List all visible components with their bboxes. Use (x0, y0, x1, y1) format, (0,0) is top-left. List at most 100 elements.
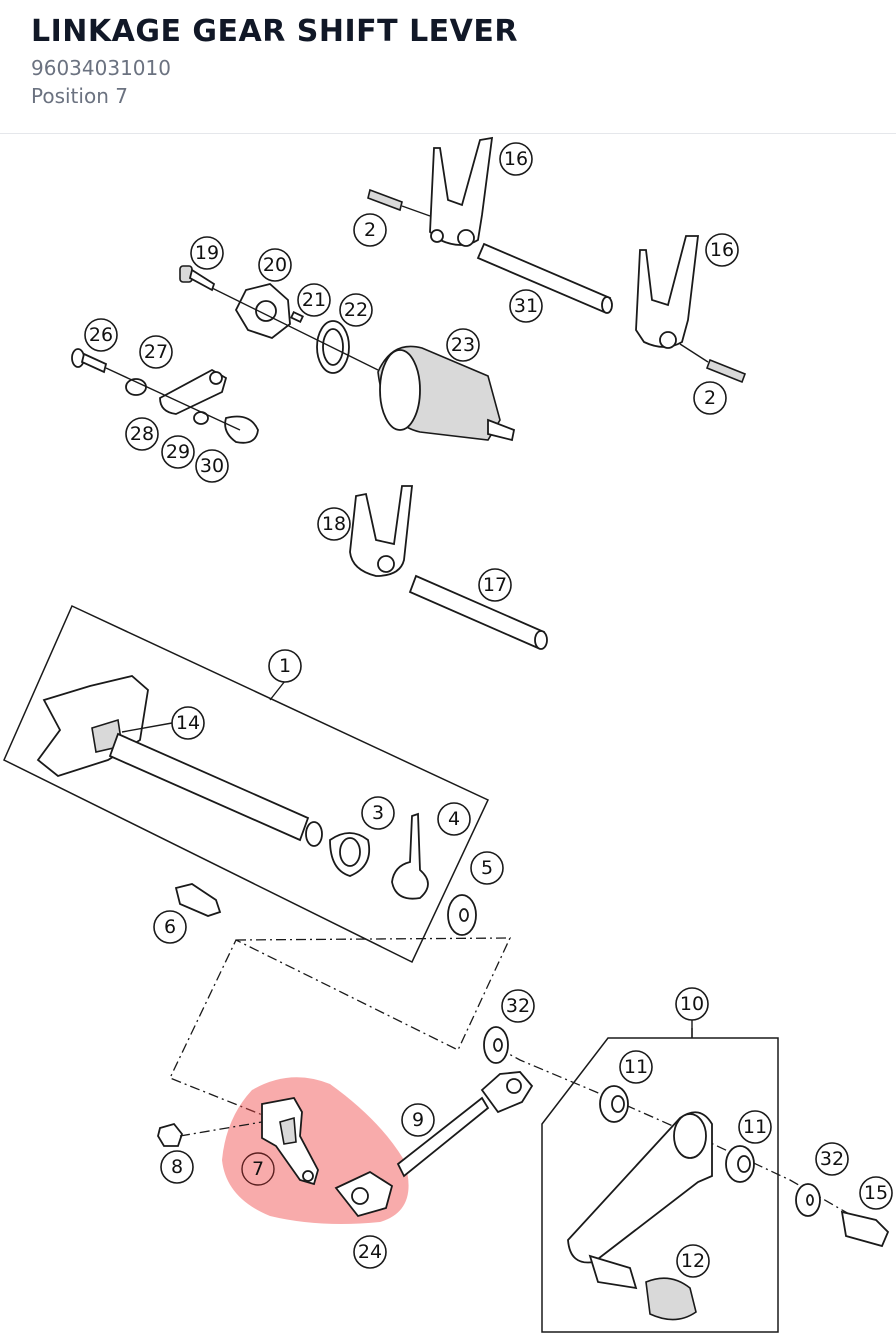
page-title: LINKAGE GEAR SHIFT LEVER (31, 14, 518, 49)
callout-28[interactable]: 28 (125, 417, 159, 451)
callout-4[interactable]: 4 (437, 802, 471, 836)
callout-9[interactable]: 9 (401, 1103, 435, 1137)
svg-text:29: 29 (166, 441, 190, 463)
svg-text:16: 16 (504, 148, 528, 170)
callout-3[interactable]: 3 (361, 796, 395, 830)
shaft-31[interactable] (476, 242, 613, 314)
callout-21[interactable]: 21 (297, 283, 331, 317)
detent-lever-28[interactable] (159, 368, 228, 415)
callout-8[interactable]: 8 (160, 1150, 194, 1184)
callout-1[interactable]: 1 (268, 649, 302, 683)
bolt-8[interactable] (157, 1121, 263, 1147)
callout-2-right[interactable]: 2 (693, 381, 727, 415)
bushing-11-left[interactable] (599, 1085, 629, 1123)
svg-text:14: 14 (176, 712, 200, 734)
washer-5[interactable] (447, 894, 477, 936)
svg-text:26: 26 (89, 324, 113, 346)
svg-text:32: 32 (506, 995, 530, 1017)
callout-20[interactable]: 20 (258, 248, 292, 282)
callout-18[interactable]: 18 (317, 507, 351, 541)
callout-6[interactable]: 6 (153, 910, 187, 944)
svg-text:6: 6 (164, 916, 176, 938)
svg-text:12: 12 (681, 1250, 705, 1272)
assembly-1-frame (3, 604, 489, 964)
spring-2-top[interactable] (367, 188, 431, 217)
callout-22[interactable]: 22 (339, 293, 373, 327)
svg-text:11: 11 (624, 1056, 648, 1078)
svg-text:23: 23 (451, 334, 475, 356)
bushing-11-right[interactable] (725, 1145, 755, 1183)
svg-text:17: 17 (483, 574, 507, 596)
pin-21[interactable] (290, 310, 304, 324)
callout-29[interactable]: 29 (161, 435, 195, 469)
position-label: Position 7 (31, 84, 128, 108)
callout-30[interactable]: 30 (195, 449, 229, 483)
ball-joint-24[interactable] (334, 1170, 394, 1218)
callout-7[interactable]: 7 (241, 1152, 275, 1186)
shift-star-20[interactable] (234, 283, 291, 340)
svg-text:5: 5 (481, 857, 493, 879)
washer-32-left[interactable] (483, 1026, 509, 1064)
screw-19[interactable] (179, 265, 216, 292)
callout-19[interactable]: 19 (190, 236, 224, 270)
shift-fork-16-top[interactable] (429, 136, 494, 247)
svg-text:28: 28 (130, 423, 154, 445)
shift-lever-7[interactable] (261, 1096, 319, 1186)
foot-lever-12[interactable] (567, 1111, 713, 1321)
svg-text:24: 24 (358, 1241, 382, 1263)
callout-14[interactable]: 14 (171, 706, 205, 740)
part-number: 96034031010 (31, 56, 171, 80)
shift-fork-16-right[interactable] (635, 235, 700, 349)
svg-text:2: 2 (704, 387, 716, 409)
callout-24[interactable]: 24 (353, 1235, 387, 1269)
callout-2-top[interactable]: 2 (353, 213, 387, 247)
callout-11-right[interactable]: 11 (738, 1110, 772, 1144)
clip-4[interactable] (391, 812, 429, 900)
svg-text:15: 15 (864, 1182, 888, 1204)
svg-text:18: 18 (322, 513, 346, 535)
svg-text:10: 10 (680, 993, 704, 1015)
washer-32-right[interactable] (795, 1183, 821, 1217)
spring-2-right[interactable] (679, 343, 747, 384)
callout-15[interactable]: 15 (859, 1176, 893, 1210)
svg-text:19: 19 (195, 242, 219, 264)
shaft-17[interactable] (408, 574, 548, 650)
assembly-10-frame (541, 1037, 779, 1333)
svg-text:27: 27 (144, 341, 168, 363)
callout-5[interactable]: 5 (470, 851, 504, 885)
svg-text:3: 3 (372, 802, 384, 824)
svg-text:7: 7 (252, 1158, 264, 1180)
callout-16-top[interactable]: 16 (499, 142, 533, 176)
callout-27[interactable]: 27 (139, 335, 173, 369)
callout-16-right[interactable]: 16 (705, 233, 739, 267)
shift-shaft-14[interactable] (36, 675, 323, 847)
callout-32-left[interactable]: 32 (501, 989, 535, 1023)
svg-text:31: 31 (514, 295, 538, 317)
svg-text:11: 11 (743, 1116, 767, 1138)
callout-11-left[interactable]: 11 (619, 1050, 653, 1084)
callout-17[interactable]: 17 (478, 568, 512, 602)
shift-drum-23[interactable] (377, 345, 516, 442)
svg-text:1: 1 (279, 655, 291, 677)
callout-10[interactable]: 10 (675, 987, 709, 1021)
spring-3[interactable] (329, 832, 371, 877)
callout-31[interactable]: 31 (509, 289, 543, 323)
spring-30[interactable] (224, 415, 259, 444)
screw-26[interactable] (71, 348, 108, 374)
callout-23[interactable]: 23 (446, 328, 480, 362)
svg-text:9: 9 (412, 1109, 424, 1131)
exploded-parts-diagram: 1 2 2 3 4 5 6 7 8 9 10 11 11 12 14 15 16… (3, 136, 893, 1333)
svg-text:32: 32 (820, 1148, 844, 1170)
svg-text:21: 21 (302, 289, 326, 311)
shift-fork-18[interactable] (349, 485, 414, 577)
svg-text:20: 20 (263, 254, 287, 276)
bolt-6[interactable] (174, 883, 222, 917)
svg-text:30: 30 (200, 455, 224, 477)
callout-26[interactable]: 26 (84, 318, 118, 352)
leader-lines (121, 680, 693, 1038)
bolt-15[interactable] (840, 1210, 890, 1248)
callout-32-right[interactable]: 32 (815, 1142, 849, 1176)
shift-rod-9[interactable] (396, 1071, 534, 1178)
callout-12[interactable]: 12 (676, 1244, 710, 1278)
svg-text:16: 16 (710, 239, 734, 261)
